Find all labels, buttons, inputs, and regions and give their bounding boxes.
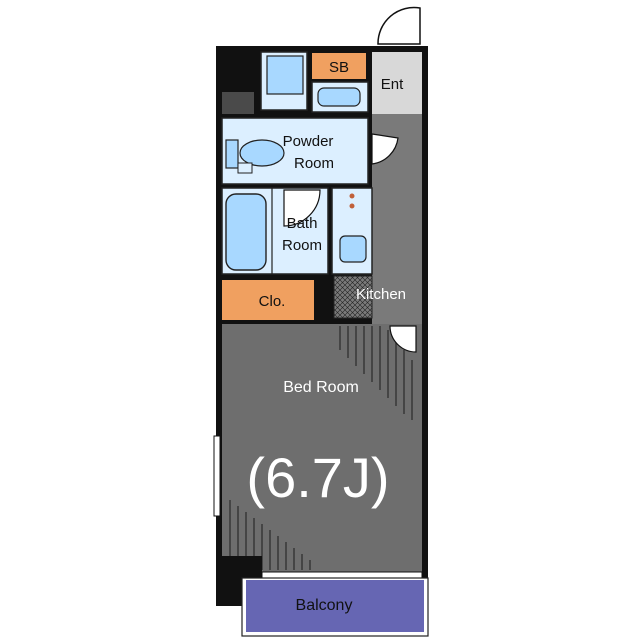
balcony — [246, 580, 424, 632]
closet-label: Clo. — [259, 293, 286, 310]
entrance-label: Ent — [381, 76, 404, 93]
sink-icon — [339, 235, 367, 263]
balcony-label: Balcony — [296, 597, 353, 614]
kitchen-hatch — [333, 275, 373, 319]
bathtub-icon — [225, 193, 267, 271]
toilet-icon — [239, 139, 285, 167]
basin-icon — [317, 87, 361, 107]
left-window — [213, 435, 221, 517]
balcony-window — [261, 571, 423, 579]
sb-label: SB — [329, 59, 349, 76]
powder-room-label-line2: Room — [294, 155, 334, 172]
bath-door — [283, 189, 321, 227]
bedroom-label: Bed Room — [283, 379, 359, 396]
bath-room-label-line2: Room — [282, 237, 322, 254]
bath-room-label-line1: Bath — [287, 215, 318, 232]
toilet-small-icon — [237, 162, 253, 174]
shoe-box — [312, 53, 366, 79]
closet — [222, 280, 314, 320]
bedroom-size-label: (6.7J) — [246, 446, 389, 509]
toilet-tank — [225, 139, 239, 169]
pipe-space — [222, 92, 254, 114]
powder-room-label-line1: Powder — [283, 133, 334, 150]
stove-burner-icon — [349, 203, 355, 209]
entrance-door — [377, 6, 421, 45]
closet-pillar — [314, 280, 330, 296]
bedroom-door — [389, 325, 417, 353]
washer-pan — [266, 55, 304, 95]
flooring-pattern — [229, 326, 413, 570]
bedroom — [222, 324, 422, 574]
stove-burner-icon — [349, 193, 355, 199]
kitchen-label: Kitchen — [356, 286, 406, 303]
powder-room-door — [371, 133, 399, 165]
entrance-area — [372, 52, 422, 114]
